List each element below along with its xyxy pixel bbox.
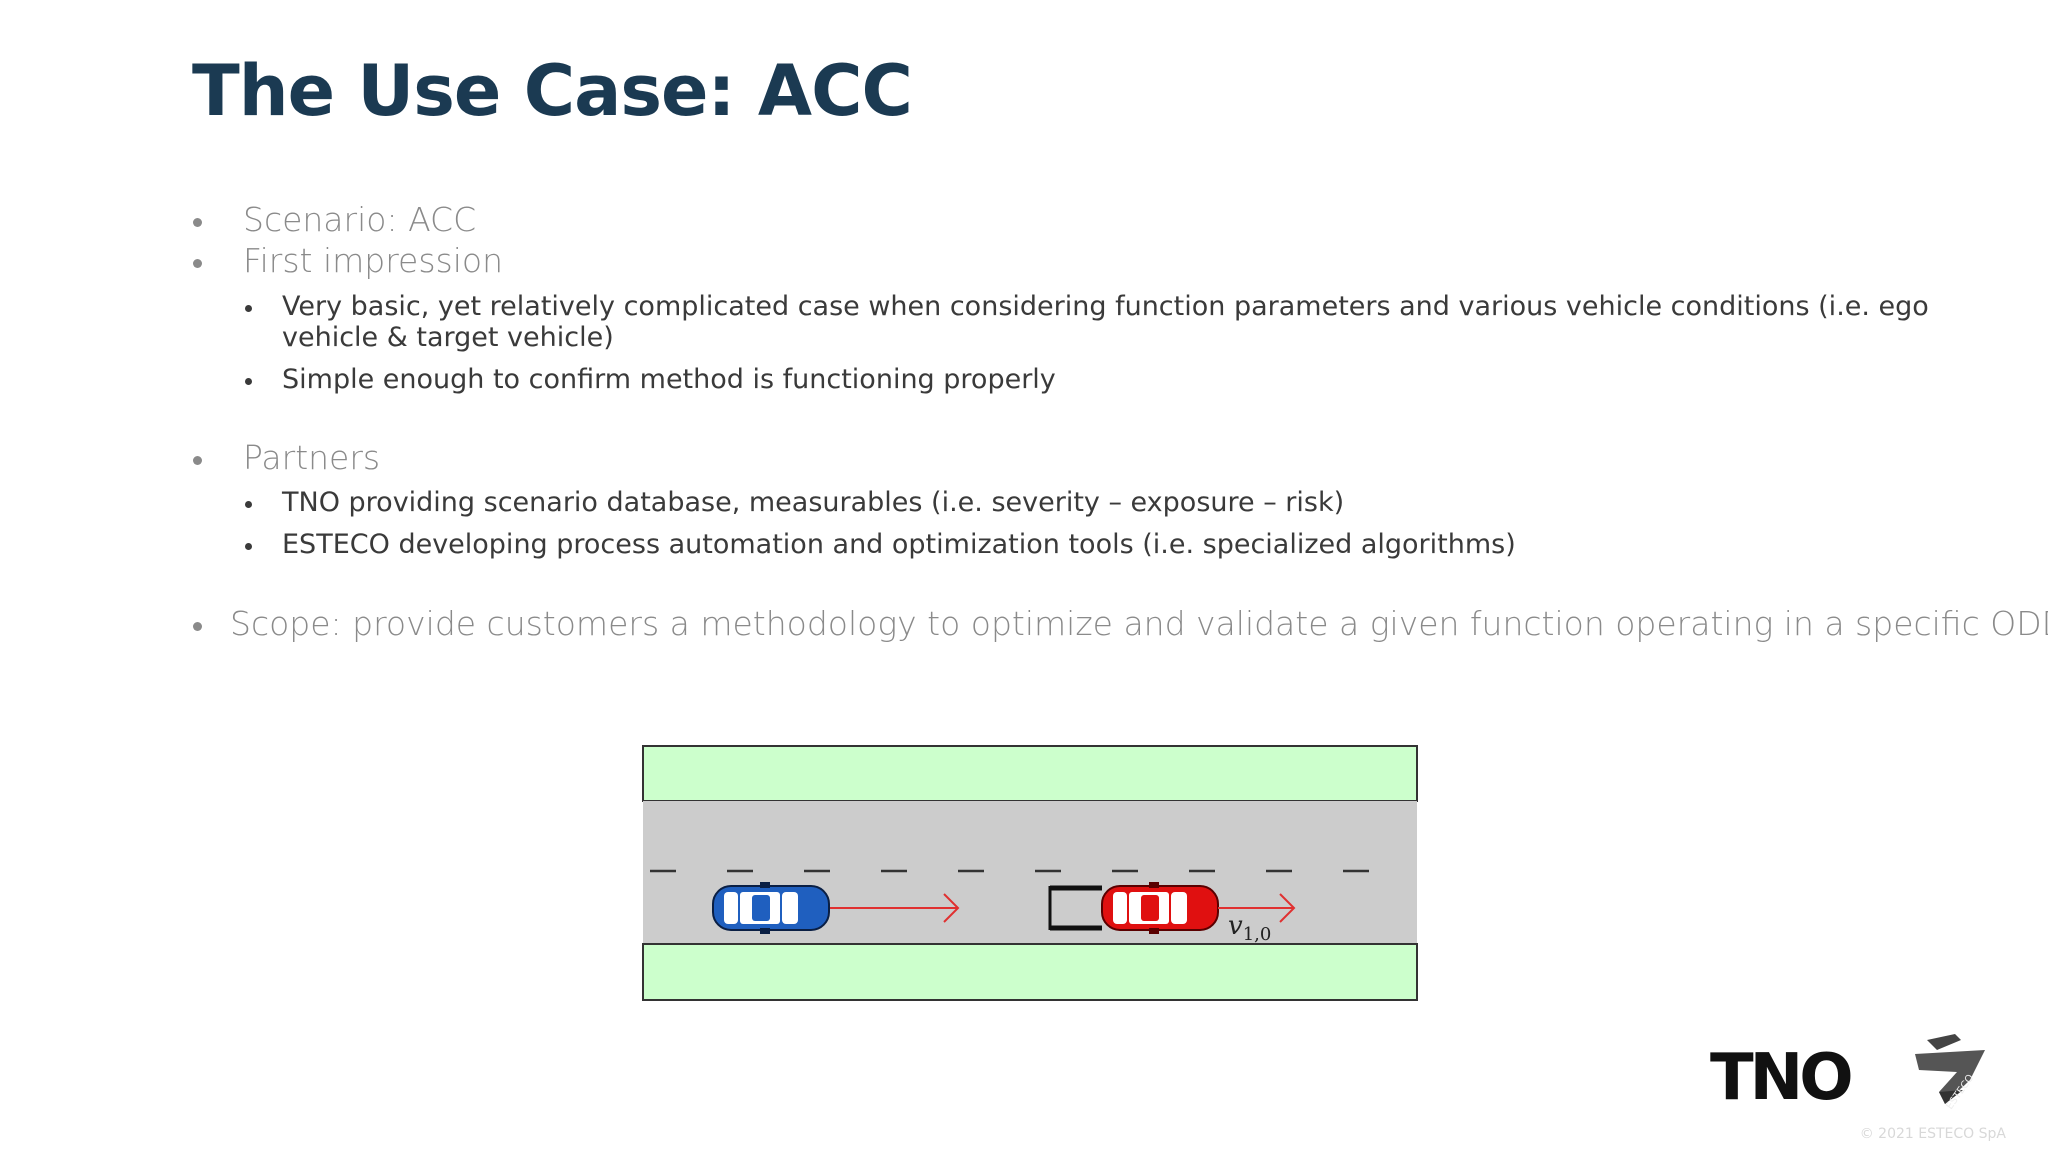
- bullet-marker: [193, 622, 202, 631]
- grass-strip-top: [642, 745, 1418, 802]
- bullet-scope: Scope: provide customers a methodology t…: [230, 604, 2048, 643]
- ego-vehicle: [712, 882, 830, 934]
- acc-scenario-figure: v1,0: [640, 740, 1420, 1010]
- bullet-marker: [193, 456, 202, 465]
- velocity-label: v1,0: [1228, 911, 1271, 945]
- sub-bullet-marker: [245, 543, 252, 550]
- partner-logos: TNO ESTECO: [1705, 1030, 1995, 1125]
- bullet-scenario: Scenario: ACC: [243, 200, 477, 239]
- tno-logo: TNO: [1710, 1041, 1851, 1115]
- esteco-logo-icon: [1915, 1034, 1985, 1104]
- bullet-first-impression: First impression: [243, 241, 504, 280]
- bullet-marker: [193, 218, 202, 227]
- target-vehicle: [1101, 882, 1219, 934]
- logos-svg: TNO ESTECO: [1710, 1034, 1985, 1115]
- sub-bullet-text: Simple enough to confirm method is funct…: [282, 364, 1056, 395]
- slide-title: The Use Case: ACC: [192, 50, 913, 132]
- radar-bracket: [1048, 885, 1102, 931]
- target-velocity-arrow: [1218, 893, 1296, 923]
- road-diagram: v1,0: [642, 745, 1418, 1001]
- sub-bullet-marker: [245, 501, 252, 508]
- bullet-partners: Partners: [243, 438, 381, 477]
- copyright-notice: © 2021 ESTECO SpA: [1859, 1126, 2006, 1142]
- sub-bullet-marker: [245, 305, 252, 312]
- sub-bullet-text: Very basic, yet relatively complicated c…: [282, 291, 1929, 322]
- ego-velocity-arrow: [830, 893, 960, 923]
- sub-bullet-text: TNO providing scenario database, measura…: [282, 487, 1345, 518]
- sub-bullet-marker: [245, 378, 252, 385]
- grass-strip-bottom: [642, 943, 1418, 1001]
- sub-bullet-text-continued: vehicle & target vehicle): [282, 322, 614, 353]
- sub-bullet-text: ESTECO developing process automation and…: [282, 529, 1516, 560]
- bullet-marker: [193, 259, 202, 268]
